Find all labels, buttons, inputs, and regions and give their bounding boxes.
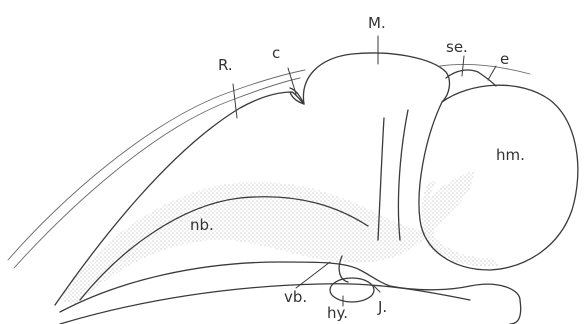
leader-R — [233, 84, 237, 118]
midbrain-roof — [303, 53, 449, 104]
label-hy: hy. — [327, 304, 348, 322]
label-vb: vb. — [284, 288, 307, 306]
label-se: se. — [446, 38, 468, 56]
label-M: M. — [368, 14, 386, 32]
diencephalon-wall — [398, 110, 408, 240]
label-e: e — [500, 50, 509, 68]
label-R: R. — [218, 56, 233, 74]
hypophysis — [330, 278, 374, 302]
leader-J — [374, 286, 380, 292]
label-c: c — [272, 44, 280, 62]
lower-floor — [60, 284, 470, 324]
label-hm: hm. — [496, 146, 525, 164]
label-J: J. — [377, 298, 387, 316]
leader-se — [462, 56, 464, 76]
label-nb: nb. — [190, 216, 214, 234]
epiphysis — [446, 70, 496, 86]
cerebral-hemisphere — [419, 85, 578, 270]
leader-e — [488, 66, 496, 80]
stippled-ventral-band — [60, 170, 475, 305]
